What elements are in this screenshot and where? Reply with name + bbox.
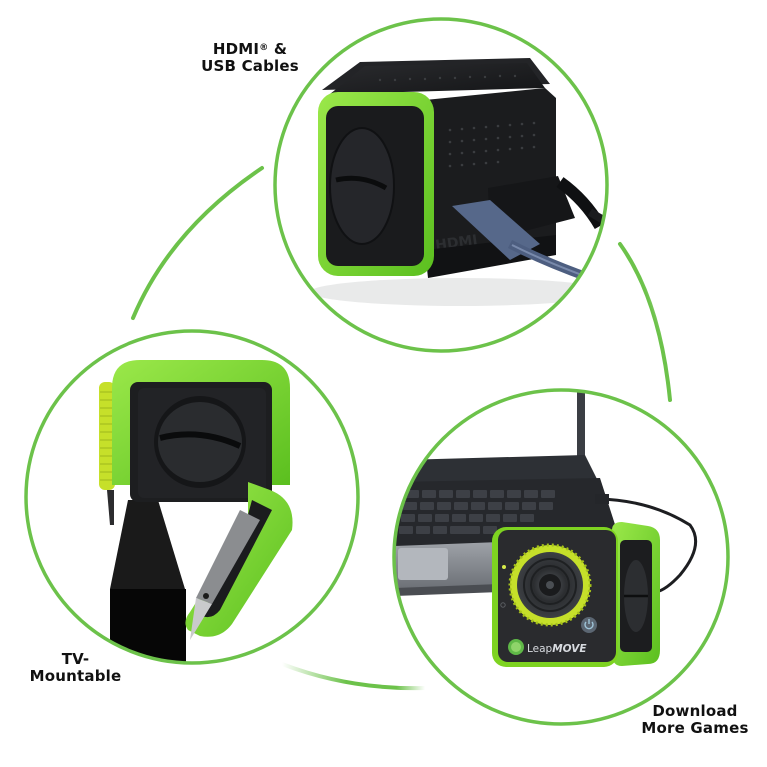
brand-suffix: MOVE [552, 643, 587, 655]
power-button-icon [581, 617, 597, 633]
registered-mark: ® [259, 43, 269, 53]
svg-text:LeapMOVE: LeapMOVE [527, 643, 587, 655]
connector-arc-top-left [131, 166, 264, 320]
laptop-screen [577, 390, 585, 482]
label-line1: HDMI [212, 40, 260, 58]
connector-arc-bottom [280, 662, 427, 691]
laptop-trackpad [398, 548, 448, 580]
feature-circle-download-games: LeapMOVE [392, 388, 730, 726]
feature-label-tv-mountable: TV- Mountable [18, 651, 133, 685]
feature-circle-hdmi-usb: HDMI [273, 17, 609, 353]
brand-prefix: Leap [527, 643, 553, 655]
label-line2: Mountable [29, 667, 122, 685]
label-amp: & [268, 40, 288, 58]
connector-arc-top-right [618, 242, 672, 402]
feature-label-hdmi-usb: HDMI® & USB Cables [190, 41, 310, 75]
feature-label-download-games: Download More Games [630, 703, 760, 737]
label-line1: TV- [61, 650, 90, 668]
feature-circle-tv-mountable [24, 329, 360, 665]
label-line2: USB Cables [201, 57, 299, 75]
label-line2: More Games [641, 719, 749, 737]
label-line1: Download [652, 702, 738, 720]
usb-cable-laptop [597, 497, 698, 594]
